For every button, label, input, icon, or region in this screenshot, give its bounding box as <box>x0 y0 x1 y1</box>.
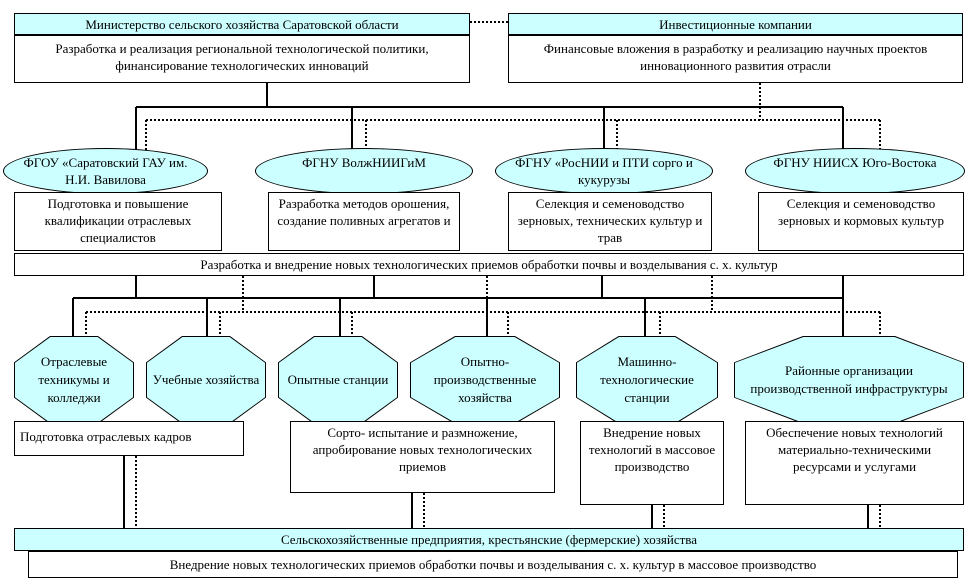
enterprises-title: Сельскохозяйственные предприятия, кресть… <box>14 528 964 551</box>
org-experimental-stations-label: Опытные станции <box>279 337 397 423</box>
org-pilot-farms-label: Опытно-производственные хозяйства <box>411 337 559 423</box>
org-machine-stations: Машинно-технологические станции <box>576 336 718 424</box>
institute-sgau-description: Подготовка и повышение квалификации отра… <box>14 192 222 251</box>
institute-rosnii-sorgo: ФГНУ «РосНИИ и ПТИ сорго и кукурузы <box>495 148 713 194</box>
institute-volzhniigim: ФГНУ ВолжНИИГиМ <box>255 148 473 194</box>
ministry-description: Разработка и реализация региональной тех… <box>14 35 470 83</box>
development-bar: Разработка и внедрение новых технологиче… <box>14 253 964 276</box>
org-infrastructure-label: Районные организации производственной ин… <box>735 337 963 423</box>
org-experimental-stations: Опытные станции <box>278 336 398 424</box>
enterprises-description: Внедрение новых технологических приемов … <box>28 551 958 578</box>
institute-volzhniigim-description: Разработка методов орошения, создание по… <box>268 192 460 251</box>
institute-sgau: ФГОУ «Саратовский ГАУ им. Н.И. Вавилова <box>3 148 208 194</box>
function-mass-production: Внедрение новых технологий в массовое пр… <box>580 421 724 505</box>
org-technical-colleges-label: Отраслевые техникумы и колледжи <box>15 337 133 423</box>
org-training-farms-label: Учебные хозяйства <box>147 337 265 423</box>
org-infrastructure: Районные организации производственной ин… <box>734 336 964 424</box>
org-pilot-farms: Опытно-производственные хозяйства <box>410 336 560 424</box>
institute-niish-description: Селекция и семеноводство зерновых и корм… <box>758 192 964 251</box>
investment-description: Финансовые вложения в разработку и реали… <box>508 35 963 83</box>
org-training-farms: Учебные хозяйства <box>146 336 266 424</box>
org-technical-colleges: Отраслевые техникумы и колледжи <box>14 336 134 424</box>
ministry-title: Министерство сельского хозяйства Саратов… <box>14 13 470 35</box>
investment-title: Инвестиционные компании <box>508 13 963 35</box>
function-variety-testing: Сорто- испытание и размножение, апробиро… <box>290 421 555 493</box>
function-training: Подготовка отраслевых кадров <box>14 421 244 456</box>
institute-rosnii-sorgo-description: Селекция и семеноводство зерновых, техни… <box>508 192 712 251</box>
function-resources: Обеспечение новых технологий материально… <box>745 421 964 505</box>
org-machine-stations-label: Машинно-технологические станции <box>577 337 717 423</box>
institute-niish-yugo-vostoka: ФГНУ НИИСХ Юго-Востока <box>745 148 965 194</box>
